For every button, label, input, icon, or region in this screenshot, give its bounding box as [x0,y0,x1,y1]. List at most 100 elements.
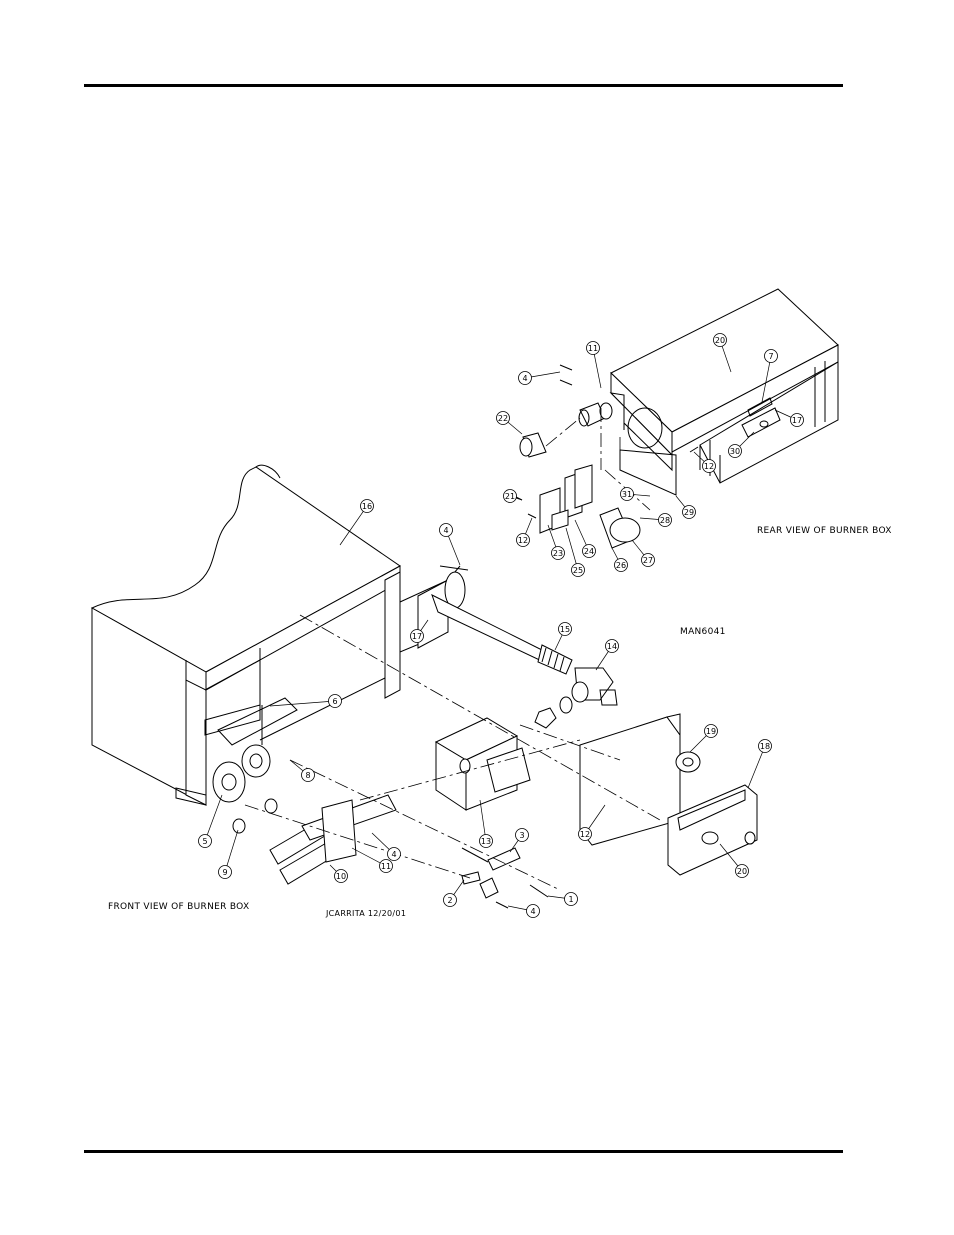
callout-number: 23 [553,549,563,558]
callout-1: 1 [547,892,578,906]
callout-3: 3 [509,828,529,853]
callout-17b: 17 [410,619,429,643]
callout-number: 22 [498,414,508,423]
callout-number: 30 [730,447,740,456]
callout-8: 8 [289,759,315,782]
callout-leader [269,700,336,707]
callout-5: 5 [198,794,223,848]
callout-number: 31 [622,490,632,499]
callout-11b: 11 [351,847,393,873]
callout-circle [518,371,532,385]
callout-number: 25 [573,566,583,575]
callout-circle [578,827,592,841]
callout-4a: 4 [518,371,561,385]
callout-number: 1 [568,895,573,904]
callout-circle [360,499,374,513]
front-view-caption: FRONT VIEW OF BURNER BOX [108,902,249,912]
callout-number: 24 [584,547,594,556]
drawing-number: MAN6041 [680,627,726,637]
callout-28: 28 [639,513,672,527]
callout-number: 20 [715,336,725,345]
callout-10: 10 [329,864,348,883]
callout-circle [620,487,634,501]
callout-number: 6 [332,697,337,706]
callout-9: 9 [218,829,239,879]
callout-circle [516,533,530,547]
callout-leader [204,794,223,842]
callout-circle [764,349,778,363]
callout-leader [761,355,772,403]
callout-number: 19 [706,727,716,736]
callout-circle [704,724,718,738]
front-view-burner-box [90,464,758,909]
callout-circle [198,834,212,848]
callout-circle [641,553,655,567]
callout-leader [224,829,239,873]
callout-circle [614,558,628,572]
callout-14: 14 [595,639,619,671]
callout-number: 15 [560,625,570,634]
top-rule [84,84,843,87]
callout-circle [702,459,716,473]
callout-number: 14 [607,642,617,651]
callout-circle [443,893,457,907]
callout-25: 25 [565,527,585,577]
callout-number: 13 [481,837,491,846]
callout-12a: 12 [693,451,716,473]
callout-number: 28 [660,516,670,525]
callout-circle [479,834,493,848]
callout-13: 13 [479,799,493,848]
callout-12c: 12 [578,804,606,841]
callout-number: 12 [704,462,714,471]
callout-circle [790,413,804,427]
callout-21: 21 [503,489,523,503]
callout-leader [565,527,579,571]
callout-number: 17 [412,632,422,641]
callout-26: 26 [611,547,628,572]
callout-number: 7 [768,352,773,361]
callout-2: 2 [443,879,465,907]
callout-circle [218,865,232,879]
callout-circle [586,341,600,355]
callout-number: 4 [391,850,396,859]
callout-circle [301,768,315,782]
callout-23: 23 [547,524,565,560]
callout-30: 30 [728,431,755,458]
callout-22: 22 [496,411,523,435]
callout-24: 24 [574,519,596,558]
callout-number: 20 [737,867,747,876]
callout-number: 26 [616,561,626,570]
callout-number: 11 [588,344,598,353]
callout-29: 29 [675,495,696,519]
callout-leader [479,799,487,842]
author-date: JCARRITA 12/20/01 [325,909,406,918]
callout-6: 6 [269,694,342,708]
callout-circle [713,333,727,347]
callout-number: 12 [580,830,590,839]
callout-circle [526,904,540,918]
callout-circle [515,828,529,842]
callout-number: 2 [447,896,452,905]
rear-view-caption: REAR VIEW OF BURNER BOX [757,526,892,536]
callout-15: 15 [554,622,572,651]
callout-16: 16 [339,499,374,546]
callout-18: 18 [747,739,772,789]
callout-27: 27 [631,539,655,567]
callout-number: 3 [519,831,524,840]
callout-20a: 20 [713,333,732,373]
callout-4d: 4 [507,904,540,918]
callout-17a: 17 [774,409,804,427]
callout-31: 31 [620,487,651,501]
callout-circle [439,523,453,537]
callout-circle [558,622,572,636]
callout-number: 12 [518,536,528,545]
callout-number: 10 [336,872,346,881]
callout-circle [564,892,578,906]
callout-number: 27 [643,556,653,565]
callout-circle [328,694,342,708]
callout-circle [582,544,596,558]
callout-leader [339,505,368,546]
callout-circle [379,859,393,873]
callout-leader [747,745,766,789]
